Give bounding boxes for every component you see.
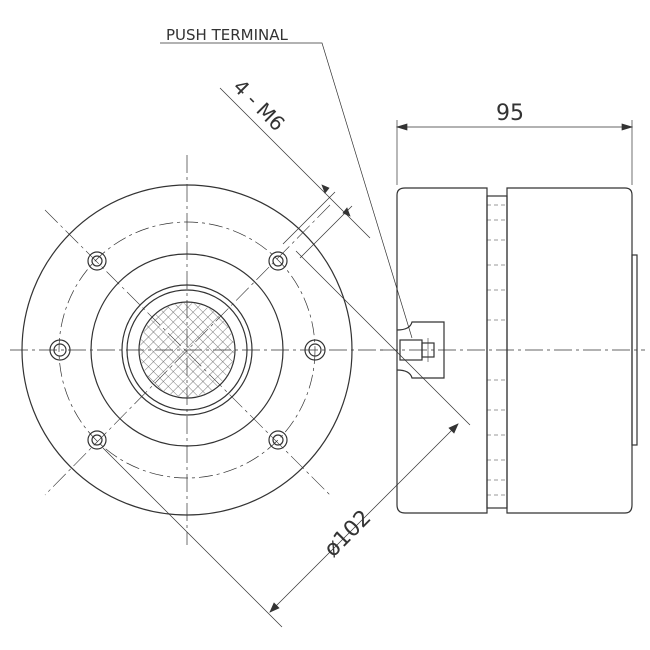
push-terminal-label: PUSH TERMINAL bbox=[166, 26, 289, 44]
push-terminal-leader bbox=[160, 42, 413, 339]
grille-mesh bbox=[140, 303, 234, 397]
dimensions bbox=[102, 42, 634, 628]
body-ring bbox=[90, 253, 284, 447]
rear-housing bbox=[396, 187, 488, 514]
front-housing bbox=[506, 187, 633, 514]
front-lip bbox=[631, 254, 638, 446]
horn-ring bbox=[121, 284, 253, 416]
ribbed-section bbox=[486, 195, 508, 509]
bolt-circle bbox=[58, 221, 316, 479]
front-view bbox=[10, 155, 385, 545]
flange-outline bbox=[21, 184, 353, 516]
mounting-holes bbox=[49, 251, 326, 450]
side-view bbox=[380, 187, 645, 514]
diameter-dimension-line bbox=[269, 423, 459, 613]
push-terminal bbox=[396, 321, 445, 379]
depth-label: 95 bbox=[496, 101, 524, 126]
